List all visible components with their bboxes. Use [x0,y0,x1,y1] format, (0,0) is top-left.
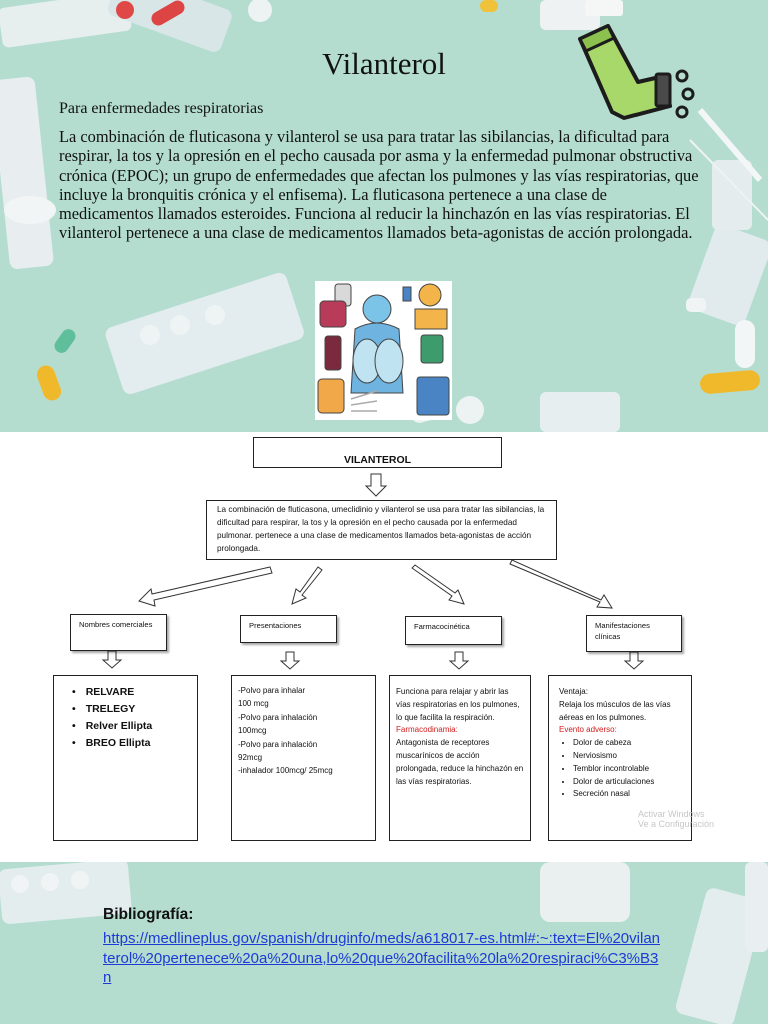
slide-body-text: La combinación de fluticasona y vilanter… [59,127,699,243]
presentations-box: -Polvo para inhalar 100 mcg -Polvo para … [231,675,376,841]
category-nombres-comerciales: Nombres comerciales [70,614,167,651]
concept-map-main-description: La combinación de fluticasona, umeclidin… [206,500,557,560]
list-item: TRELEGY [86,701,189,718]
list-item: Secreción nasal [573,788,681,801]
down-arrow-icon [279,651,301,670]
down-arrow-icon [623,651,645,670]
category-presentaciones: Presentaciones [240,615,337,643]
list-item: RELVARE [86,684,189,701]
list-item: -Polvo para inhalar [238,686,306,695]
windows-activation-watermark: Activar Windows Ve a Configuración [638,809,715,829]
list-item: -inhalador 100mcg/ 25mcg [238,766,333,776]
advantage-text: Relaja los músculos de las vías aéreas e… [559,699,671,722]
clinical-manifestations-box: Ventaja: Relaja los músculos de las vías… [548,675,692,841]
category-manifestaciones-clinicas: Manifestaciones clínicas [586,615,682,652]
adverse-events-list: Dolor de cabeza Nerviosismo Temblor inco… [559,737,681,801]
pills-decoration [0,0,768,432]
down-right-arrow-icon [411,564,465,605]
down-arrow-icon [448,651,470,670]
concept-map-arrows [101,473,645,670]
concept-map-title: VILANTEROL [253,437,502,468]
list-item: -Polvo para inhalación [238,712,318,722]
list-item: Nerviosismo [573,750,681,763]
brand-names-box: RELVARE TRELEGY Relver Ellipta BREO Elli… [53,675,198,841]
down-left-arrow-icon [291,566,323,605]
category-farmacocinetica: Farmacocinética [405,616,502,645]
down-arrow-icon [364,473,388,497]
bibliography-label: Bibliografía: [103,906,194,923]
pills-decoration [0,862,768,1024]
concept-map: VILANTEROL La combinación de fluticasona… [0,432,768,862]
brand-names-list: RELVARE TRELEGY Relver Ellipta BREO Elli… [62,684,189,752]
list-item: Dolor de cabeza [573,737,681,750]
pharmacodynamics-text: Antagonista de receptores muscarínicos d… [396,738,524,786]
down-arrow-icon [101,650,123,669]
top-background: Vilanterol Para enfermedades respiratori… [0,0,768,432]
list-item: 100 mcg [238,699,269,709]
advantage-label: Ventaja: [559,687,588,696]
list-item: Relver Ellipta [86,718,189,735]
list-item: 92mcg [238,753,263,763]
list-item: -Polvo para inhalación [238,739,318,749]
right-down-arrow-icon [509,559,613,609]
slide-subtitle: Para enfermedades respiratorias [59,100,264,117]
pharmacodynamics-label: Farmacodinamia: [396,725,458,735]
slide-title: Vilanterol [322,46,446,81]
bibliography-link[interactable]: https://medlineplus.gov/spanish/druginfo… [103,930,660,986]
list-item: BREO Ellipta [86,735,189,752]
pharmacokinetics-box: Funciona para relajar y abrir las vías r… [389,675,531,841]
inhaler-icon [578,24,695,120]
pharmacokinetics-text: Funciona para relajar y abrir las vías r… [396,687,520,722]
bottom-background [0,862,768,1024]
list-item: Temblor incontrolable [573,763,681,776]
list-item: 100mcg [238,726,267,736]
respiratory-illustration [315,281,452,420]
adverse-event-label: Evento adverso: [559,725,617,735]
list-item: Dolor de articulaciones [573,776,681,789]
left-down-arrow-icon [138,566,273,607]
